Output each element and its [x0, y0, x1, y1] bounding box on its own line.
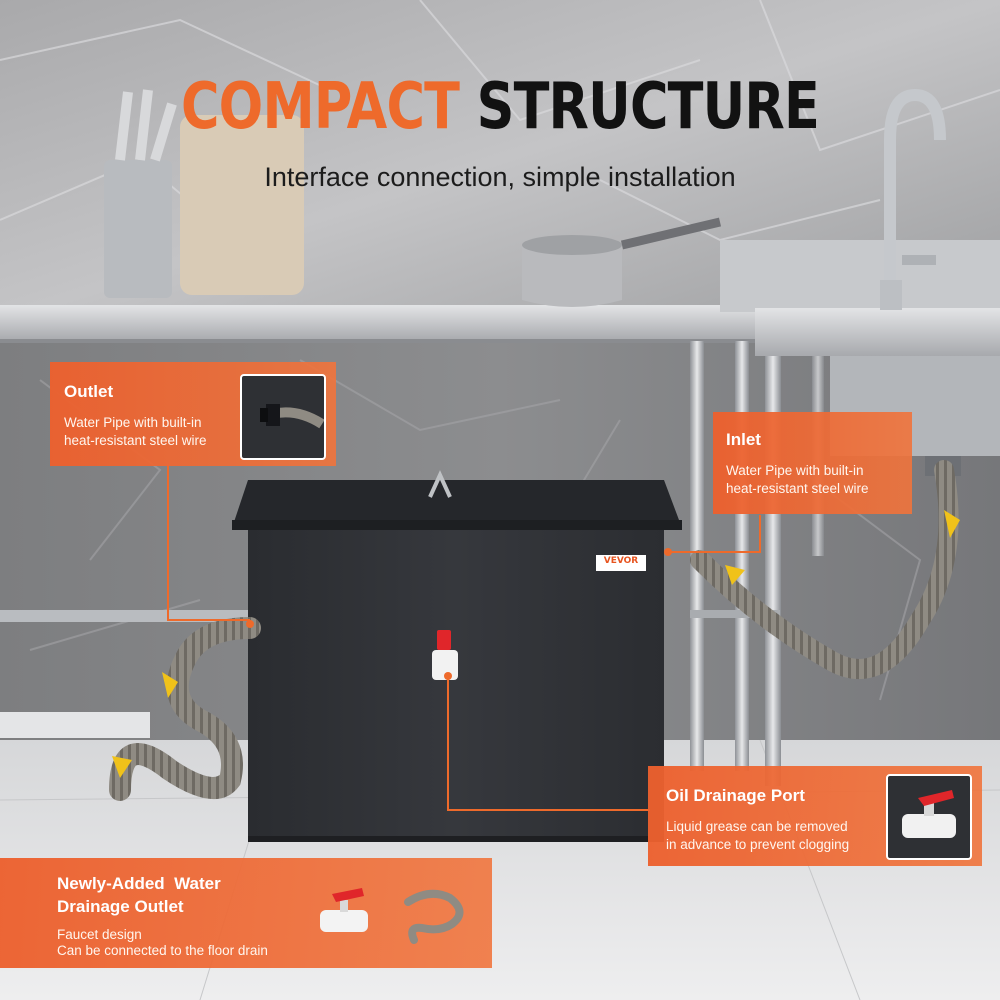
water-drainage-text-line-2: Can be connected to the floor drain	[57, 943, 268, 958]
water-drainage-title-line-1: Newly-Added Water	[57, 874, 221, 893]
inlet-text-line-2: heat-resistant steel wire	[726, 481, 869, 496]
title-accent: COMPACT	[180, 70, 460, 144]
drain-hose-icon	[404, 889, 464, 944]
outlet-text-line-1: Water Pipe with built-in	[64, 415, 202, 430]
inlet-callout: Inlet Water Pipe with built-in heat-resi…	[713, 412, 912, 514]
water-drainage-text-line-1: Faucet design	[57, 927, 142, 942]
valve-thumbnail	[886, 774, 972, 860]
page-title: COMPACT STRUCTURE	[90, 70, 910, 144]
water-drainage-callout: Newly-Added Water Drainage Outlet Faucet…	[0, 858, 492, 968]
oil-drainage-text-line-2: in advance to prevent clogging	[666, 837, 850, 852]
faucet-valve-icon	[320, 888, 368, 932]
title-main: STRUCTURE	[476, 70, 820, 144]
brand-label: VEVOR	[603, 556, 639, 566]
inlet-text-line-1: Water Pipe with built-in	[726, 463, 864, 478]
oil-drainage-callout: Oil Drainage Port Liquid grease can be r…	[648, 766, 982, 866]
page-subtitle: Interface connection, simple installatio…	[264, 162, 736, 192]
water-drainage-title-line-2: Drainage Outlet	[57, 897, 184, 916]
hose-connector-icon	[260, 404, 324, 429]
inlet-title: Inlet	[726, 430, 761, 449]
outlet-hose-thumbnail	[240, 374, 326, 460]
ball-valve-icon	[902, 790, 956, 838]
oil-drainage-text-line-1: Liquid grease can be removed	[666, 819, 848, 834]
outlet-title: Outlet	[64, 382, 114, 401]
outlet-callout: Outlet Water Pipe with built-in heat-res…	[50, 362, 336, 466]
outlet-text-line-2: heat-resistant steel wire	[64, 433, 207, 448]
oil-drainage-title: Oil Drainage Port	[666, 786, 805, 805]
